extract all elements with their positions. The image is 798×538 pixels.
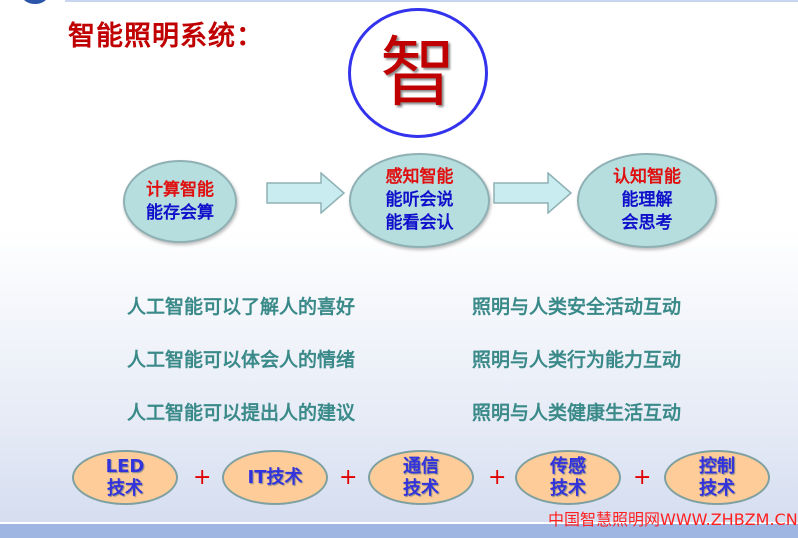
stage-line: 会思考 <box>621 213 673 233</box>
tech-label: LED <box>105 455 145 477</box>
page-title: 智能照明系统： <box>68 21 264 52</box>
tech-it: IT技术 <box>222 450 328 505</box>
plus-sign: + <box>633 465 652 490</box>
arrow-right-icon <box>493 172 573 214</box>
stage-line: 能存会算 <box>146 202 214 223</box>
stage-heading: 感知智能 <box>385 167 454 187</box>
stage-line: 能理解 <box>621 190 673 210</box>
plus-sign: + <box>193 465 212 490</box>
tech-control: 控制技术 <box>664 450 770 505</box>
tech-label: 控制 <box>699 455 735 477</box>
stage-cognition: 认知智能 能理解 会思考 <box>577 153 717 248</box>
right-item: 照明与人类行为能力互动 <box>472 349 682 371</box>
tech-label: 传感 <box>550 455 586 477</box>
left-item: 人工智能可以提出人的建议 <box>127 402 356 424</box>
arrow-right-icon <box>266 172 346 214</box>
bottom-bar <box>0 522 798 538</box>
right-item: 照明与人类安全活动互动 <box>472 296 682 318</box>
tech-label: 技术 <box>550 477 586 499</box>
plus-sign: + <box>339 465 358 490</box>
tech-label: 通信 <box>403 455 439 477</box>
tech-label: 技术 <box>107 477 143 499</box>
stage-heading: 计算智能 <box>146 179 214 200</box>
stage-line: 能听会说 <box>385 190 454 210</box>
left-item: 人工智能可以体会人的情绪 <box>127 349 356 371</box>
right-item: 照明与人类健康生活互动 <box>472 402 682 424</box>
tech-label: IT技术 <box>247 466 303 488</box>
stage-line: 能看会认 <box>385 213 454 233</box>
left-item: 人工智能可以了解人的喜好 <box>127 296 356 318</box>
logo-icon <box>22 0 48 4</box>
top-divider <box>65 0 798 2</box>
tech-sensing: 传感技术 <box>515 450 621 505</box>
stage-computing: 计算智能 能存会算 <box>123 160 237 243</box>
stage-heading: 认知智能 <box>613 167 681 187</box>
plus-sign: + <box>488 465 507 490</box>
tech-label: 技术 <box>403 477 439 499</box>
stage-perception: 感知智能 能听会说 能看会认 <box>349 153 490 248</box>
center-char: 智 <box>380 28 456 117</box>
watermark: 中国智慧照明网WWW.ZHBZM.CN <box>548 510 798 529</box>
center-circle: 智 <box>348 8 488 138</box>
tech-label: 技术 <box>699 477 735 499</box>
tech-communication: 通信技术 <box>368 450 474 505</box>
